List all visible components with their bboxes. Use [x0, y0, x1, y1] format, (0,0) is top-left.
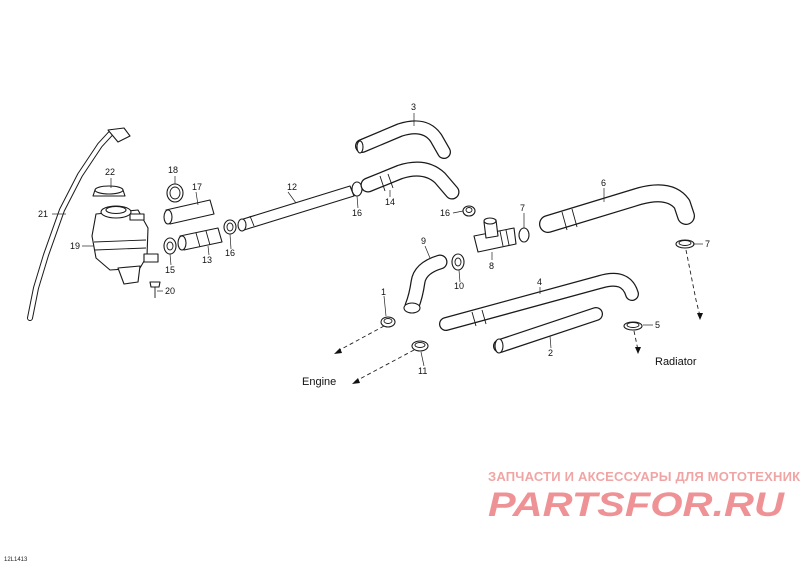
callout-5: 5	[655, 320, 660, 330]
hose-9	[403, 254, 448, 314]
watermark-tagline: ЗАПЧАСТИ И АКСЕССУАРЫ ДЛЯ МОТОТЕХНИКИ	[488, 469, 800, 484]
callout-12: 12	[287, 182, 297, 192]
coolant-reservoir-19	[91, 205, 159, 285]
hose-6	[539, 184, 695, 233]
callout-18: 18	[168, 165, 178, 175]
flow-arrows	[334, 249, 703, 384]
short-hose-13	[177, 227, 223, 251]
clamp-7-upper	[518, 227, 530, 243]
callout-16-middle: 16	[352, 208, 362, 218]
callout-8: 8	[489, 261, 494, 271]
screw-20	[149, 281, 161, 298]
leader-lines	[52, 113, 703, 367]
tee-fitting-8	[473, 217, 517, 253]
clamp-18	[166, 183, 184, 203]
clamp-16-middle	[351, 181, 363, 197]
callout-19: 19	[70, 241, 80, 251]
radiator-label: Radiator	[655, 356, 697, 368]
callout-16-left: 16	[225, 248, 235, 258]
callout-2: 2	[548, 348, 553, 358]
pressure-cap-22	[92, 185, 126, 197]
callout-4: 4	[537, 277, 542, 287]
sleeve-17	[163, 199, 215, 225]
watermark-logo-text: PARTSFOR.RU	[488, 486, 786, 522]
callout-21: 21	[38, 209, 48, 219]
clamp-11	[411, 340, 429, 352]
callout-1: 1	[381, 287, 386, 297]
callout-9: 9	[421, 236, 426, 246]
callout-3: 3	[411, 102, 416, 112]
callout-20: 20	[165, 286, 175, 296]
callout-11: 11	[418, 366, 427, 376]
pipe-12	[237, 185, 355, 232]
callout-16-right: 16	[440, 208, 450, 218]
fitting-15	[163, 237, 177, 255]
callout-15: 15	[165, 265, 175, 275]
clamp-10	[451, 253, 465, 271]
clamp-1	[380, 316, 396, 328]
watermark-logo: PARTSFOR.RU	[488, 486, 786, 522]
figure-code: 12L1413	[4, 557, 28, 563]
callout-13: 13	[202, 255, 212, 265]
callout-17: 17	[192, 182, 202, 192]
hose-14	[360, 161, 460, 200]
clamp-7-lower	[675, 239, 695, 249]
callout-labels: 3 22 18 17 12 6 21 14 16 16 7 19 7 9 16 …	[38, 102, 710, 376]
clamp-16-right	[462, 205, 476, 217]
callout-7-upper: 7	[520, 203, 525, 213]
overflow-hose-21	[27, 127, 131, 321]
callout-7-lower: 7	[705, 239, 710, 249]
clamp-5	[623, 321, 643, 331]
callout-6: 6	[601, 178, 606, 188]
clamp-16-left	[223, 219, 237, 235]
callout-14: 14	[385, 197, 395, 207]
callout-10: 10	[454, 281, 464, 291]
engine-label: Engine	[302, 376, 336, 388]
callout-22: 22	[105, 167, 115, 177]
hose-3	[355, 120, 451, 159]
hose-2	[493, 307, 603, 354]
hose-4	[439, 272, 639, 331]
